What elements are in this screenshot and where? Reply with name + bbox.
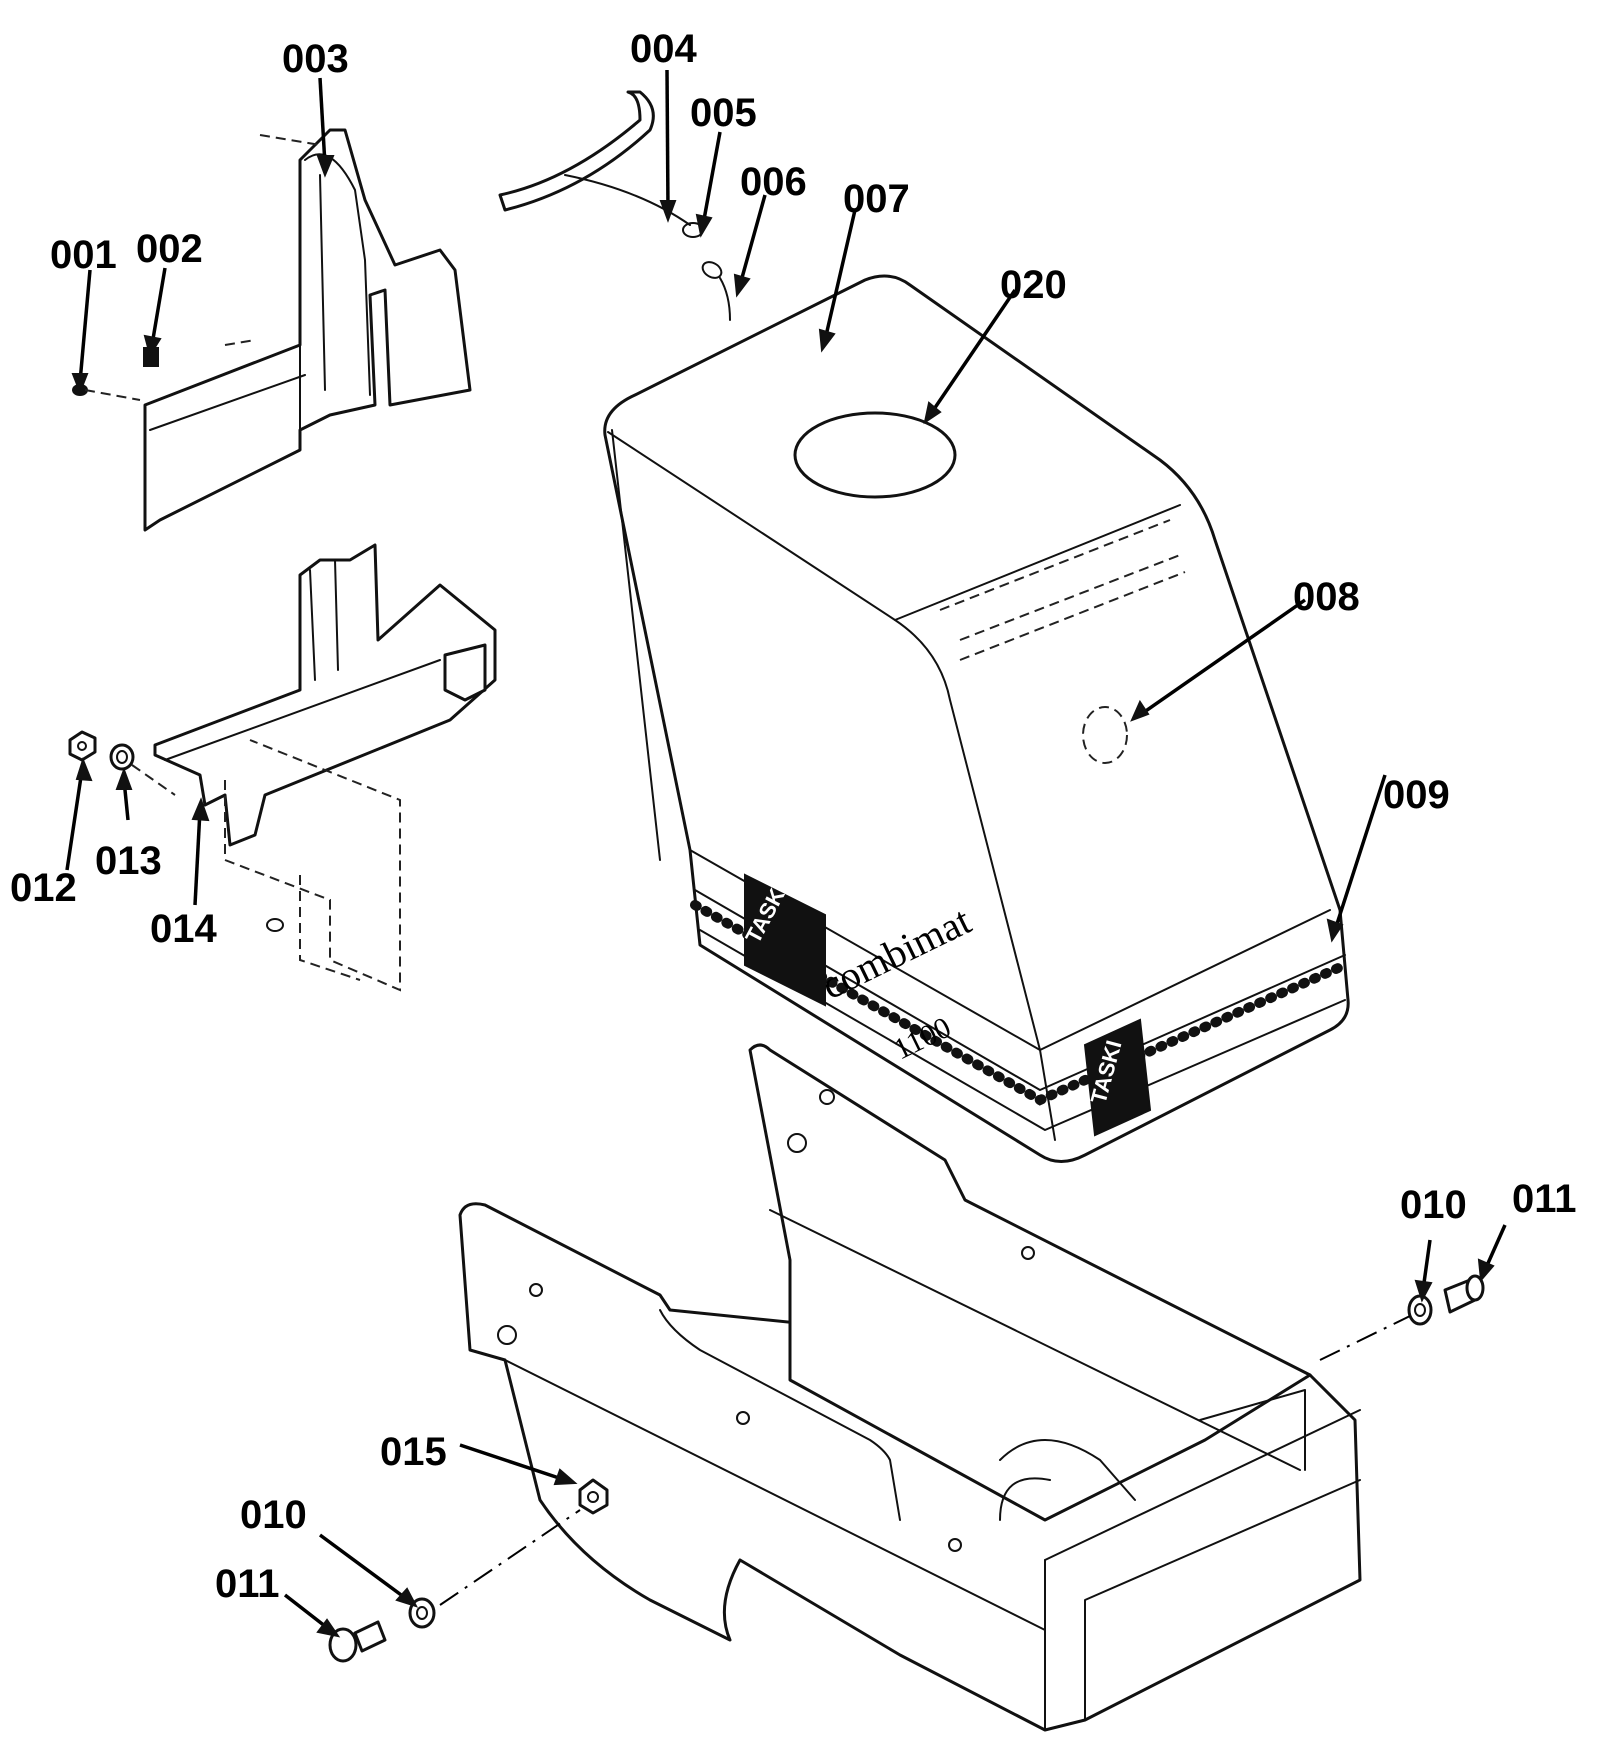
arrowheads [71,155,1495,1638]
callout-001: 001 [50,233,117,277]
part-013-washer [109,743,176,796]
part-012-nut [68,730,97,762]
part-003-bracket [143,128,472,532]
part-008-plug [1082,706,1128,764]
callout-014: 014 [150,907,217,951]
part-020-cap [793,411,957,499]
brand-decal-side: TASKI [1083,1018,1152,1137]
callout-011-left: 011 [215,1562,280,1606]
callout-008: 008 [1293,575,1360,619]
brand-decal-front: TASKI [740,873,826,1007]
callout-015: 015 [380,1430,447,1474]
centerline-right [1319,1315,1411,1361]
callout-010-left: 010 [240,1493,307,1537]
callout-006: 006 [740,160,807,204]
callout-010-right: 010 [1400,1183,1467,1227]
callout-002: 002 [136,227,203,271]
part-014-tray [153,543,497,992]
part-015-base [458,1043,1362,1732]
part-010-washer-right [1407,1294,1433,1326]
part-007-cover: TASKI TASKI combimat 1100 [603,274,1350,1163]
callout-labels: 001 002 003 004 005 006 007 020 008 009 … [10,27,1577,1606]
callout-020: 020 [1000,263,1067,307]
part-001-screw [72,384,141,401]
callout-003: 003 [282,37,349,81]
callout-011-right: 011 [1512,1177,1577,1221]
part-006-hook [701,261,731,321]
callout-012: 012 [10,866,77,910]
callout-009: 009 [1383,773,1450,817]
part-004-handle [498,90,704,238]
callout-004: 004 [630,27,697,71]
part-011-screw-left [328,1620,387,1663]
part-011-screw-right [1443,1274,1485,1314]
callout-007: 007 [843,177,910,221]
centerline-left [439,1509,581,1606]
callout-005: 005 [690,91,757,135]
callout-013: 013 [95,839,162,883]
